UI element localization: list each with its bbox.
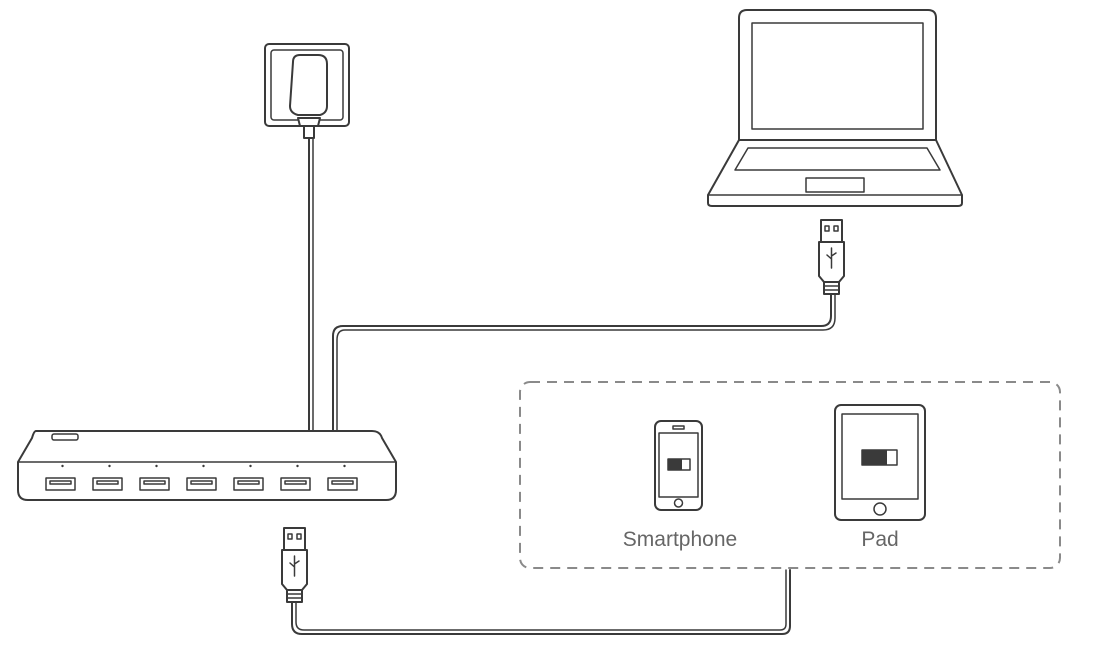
hub-usb-port-4	[186, 464, 217, 491]
hub-usb-port-6	[280, 464, 311, 491]
pad-label: Pad	[861, 528, 899, 551]
smartphone-label: Smartphone	[622, 528, 738, 551]
devices-group-box	[519, 381, 1061, 569]
usb-plug-device-icon	[281, 527, 308, 603]
laptop-icon	[707, 9, 963, 207]
hub-ports	[45, 464, 358, 491]
hub-usb-port-7	[327, 464, 358, 491]
usb-hub-icon	[17, 430, 397, 501]
smartphone-icon	[654, 420, 703, 511]
hub-usb-port-3	[139, 464, 170, 491]
device-cable	[291, 569, 791, 635]
power-adapter-icon	[264, 43, 350, 139]
laptop-cable	[332, 293, 832, 431]
laptop-cable-inner	[336, 293, 836, 431]
usb-plug-laptop-icon	[818, 219, 845, 295]
hub-usb-port-2	[92, 464, 123, 491]
device-cable-inner	[295, 569, 787, 631]
pad-icon	[834, 404, 926, 521]
hub-usb-port-5	[233, 464, 264, 491]
hub-usb-port-1	[45, 464, 76, 491]
